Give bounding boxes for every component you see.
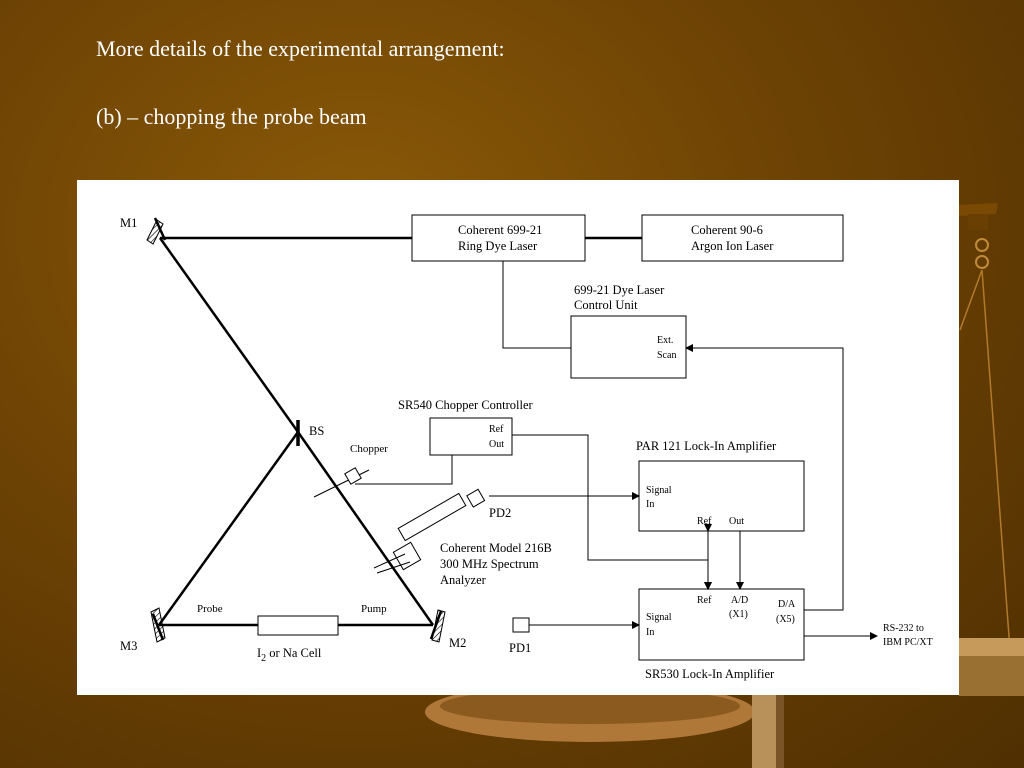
par-signal-label1: Signal — [646, 485, 672, 496]
sr530-lockin-box — [638, 588, 805, 661]
dye-control-title2: Control Unit — [574, 298, 638, 312]
slide-title: More details of the experimental arrange… — [96, 36, 505, 61]
label-chopper: Chopper — [350, 443, 388, 455]
dye-control-box — [570, 315, 687, 379]
chopper-controller-port1: Ref — [489, 424, 504, 435]
label-pd1: PD1 — [509, 641, 531, 655]
mirror-m2 — [429, 609, 446, 643]
spectrum-analyzer-line1: Coherent Model 216B — [440, 541, 552, 555]
label-pd2: PD2 — [489, 506, 511, 520]
beam-m1-to-bs — [158, 237, 300, 433]
dye-control-port1: Ext. — [657, 335, 673, 346]
sr530-title: SR530 Lock-In Amplifier — [645, 667, 775, 681]
ring-laser-line2: Ring Dye Laser — [458, 239, 538, 253]
sr530-da-label2: (X5) — [776, 614, 795, 625]
signal-wiring — [355, 261, 878, 640]
par-signal-label2: In — [646, 499, 654, 510]
mirror-m3 — [150, 607, 166, 643]
par-lockin-box — [638, 460, 805, 532]
par-out-label: Out — [729, 516, 744, 527]
setup-schematic: M1 M3 M2 BS Chopper Probe Pump I2 or Na … — [120, 214, 933, 681]
sr530-da-label1: D/A — [778, 599, 796, 610]
sr530-ad-label2: (X1) — [729, 609, 748, 620]
ring-laser-line1: Coherent 699-21 — [458, 223, 542, 237]
ring-dye-laser-box — [411, 214, 586, 262]
label-probe: Probe — [197, 603, 223, 615]
sr530-signal-label2: In — [646, 627, 654, 638]
beam-bs-to-m2 — [296, 431, 435, 626]
experimental-setup-diagram: M1 M3 M2 BS Chopper Probe Pump I2 or Na … — [77, 180, 959, 695]
label-m1: M1 — [120, 216, 137, 230]
argon-laser-line2: Argon Ion Laser — [691, 239, 774, 253]
label-pump: Pump — [361, 603, 387, 615]
chopper-controller-title: SR540 Chopper Controller — [398, 398, 534, 412]
rs232-line1: RS-232 to — [883, 623, 924, 634]
dye-control-port2: Scan — [657, 350, 676, 361]
sr530-ref-label: Ref — [697, 595, 712, 606]
chopper-controller-port2: Out — [489, 439, 504, 450]
label-cell: I2 or Na Cell — [257, 646, 322, 664]
rs232-line2: IBM PC/XT — [883, 637, 933, 648]
mirror-m1 — [146, 217, 167, 245]
slide-subtitle: (b) – chopping the probe beam — [96, 104, 367, 129]
par-ref-label: Ref — [697, 516, 712, 527]
beam-bs-to-m3 — [157, 431, 300, 626]
label-bs: BS — [309, 424, 324, 438]
chopper-controller-box — [429, 417, 513, 456]
par-lockin-title: PAR 121 Lock-In Amplifier — [636, 439, 777, 453]
sr530-ad-label1: A/D — [731, 595, 748, 606]
sr530-signal-label1: Signal — [646, 612, 672, 623]
photodiode-pd2 — [466, 488, 486, 508]
sample-cell — [257, 615, 339, 636]
photodiode-pd1 — [512, 617, 530, 633]
dye-control-title1: 699-21 Dye Laser — [574, 283, 665, 297]
chopper-wheel — [313, 467, 370, 498]
argon-laser-line1: Coherent 90-6 — [691, 223, 763, 237]
label-m3: M3 — [120, 639, 137, 653]
argon-laser-box — [641, 214, 844, 262]
label-m2: M2 — [449, 636, 466, 650]
laser-beams — [157, 236, 642, 627]
spectrum-analyzer-line2: 300 MHz Spectrum — [440, 557, 539, 571]
spectrum-analyzer-line3: Analyzer — [440, 573, 487, 587]
spectrum-analyzer-device — [373, 492, 467, 574]
